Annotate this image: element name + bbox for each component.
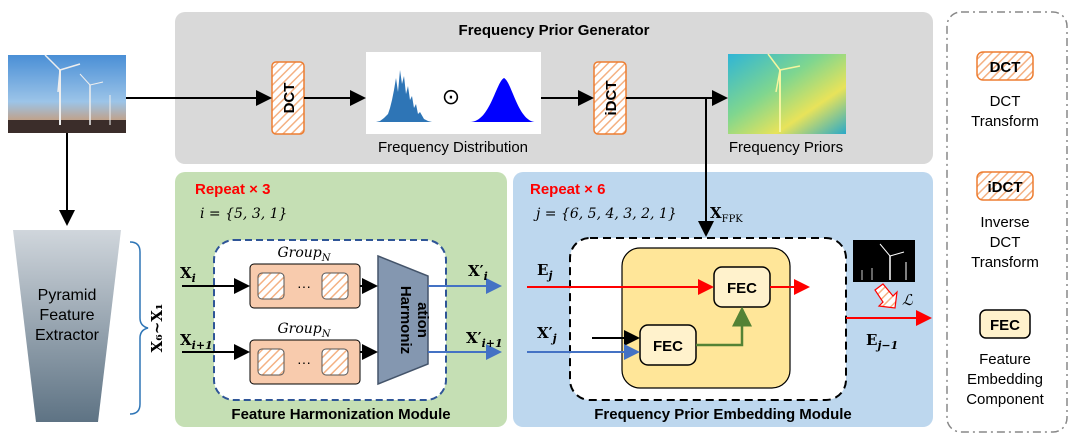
frequency-priors-image — [728, 53, 846, 134]
fhm-group-top-cell-a — [257, 272, 285, 300]
legend-fec-line1: Feature — [979, 351, 1031, 368]
fpem-title: Frequency Prior Embedding Module — [594, 406, 852, 423]
arrow-green-up — [696, 306, 752, 347]
ej-label: Ej — [537, 261, 552, 282]
fhm-group-bot-cell-a — [257, 348, 285, 376]
fhm-input-bot: Xi+1 — [180, 331, 213, 352]
legend-dct-line1: DCT — [990, 93, 1021, 110]
pyramid-brace — [129, 241, 149, 415]
input-image — [8, 54, 126, 133]
gaussian-plot — [470, 78, 536, 122]
freq-priors-label: Frequency Priors — [729, 139, 843, 156]
odot-operator: ⊙ — [442, 85, 460, 110]
fhm-group-top-cell-b — [321, 272, 349, 300]
loss-label: ℒ — [902, 291, 914, 309]
fhm-group-bot-cell-b — [321, 348, 349, 376]
fhm-output-bot: X′i+1 — [466, 329, 503, 350]
fhm-index: i = {5, 3, 1} — [200, 206, 287, 222]
legend-idct-tag — [976, 171, 1034, 201]
loss-arrow-icon — [874, 283, 898, 309]
xj-label: X′j — [537, 324, 557, 345]
idct-box-label: iDCT — [603, 81, 620, 116]
dct-box-label: DCT — [281, 83, 298, 114]
pyramid-shape — [13, 230, 121, 422]
fec-bottom-label: FEC — [653, 338, 683, 355]
fhm-repeat: Repeat × 3 — [195, 181, 270, 198]
gt-mask-image — [853, 240, 915, 282]
legend-fec-tag-label: FEC — [990, 317, 1020, 334]
fhm-group-top-label: GroupN — [277, 245, 331, 264]
fhm-title: Feature Harmonization Module — [231, 406, 450, 423]
fhm-group-bot-label: GroupN — [277, 321, 331, 340]
fpem-index: j = {6, 5, 4, 3, 2, 1} — [533, 206, 677, 222]
fpg-title: Frequency Prior Generator — [459, 22, 650, 39]
harmonization-line1: Harmoniz — [397, 286, 414, 354]
harmonization-block — [377, 254, 429, 386]
legend-dct-tag — [976, 51, 1034, 81]
legend-dct-tag-label: DCT — [990, 59, 1021, 76]
legend-idct-tag-label: iDCT — [988, 179, 1023, 196]
legend-idct-line3: Transform — [971, 254, 1039, 271]
fhm-group-top-dots: ··· — [297, 278, 311, 294]
fpem-repeat: Repeat × 6 — [530, 181, 605, 198]
fec-top-label: FEC — [727, 280, 757, 297]
xfpk-label: XFPK — [710, 204, 743, 225]
legend-fec-line2: Embedding — [967, 371, 1043, 388]
ej1-label: Ej−1 — [866, 331, 898, 352]
fhm-group-bot-dots: ··· — [297, 354, 311, 370]
harmonization-line2: ation — [414, 302, 431, 338]
legend-idct-line2: DCT — [990, 234, 1021, 251]
histogram-plot — [376, 70, 432, 122]
legend-fec-tag — [979, 309, 1031, 339]
pyramid-line1: Pyramid — [38, 287, 97, 304]
legend-dct-line2: Transform — [971, 113, 1039, 130]
pyramid-line3: Extractor — [35, 327, 100, 344]
pyramid-line2: Feature — [39, 307, 94, 324]
pyramid-range-label: X₆~X₁ — [148, 304, 166, 353]
fhm-output-top: X′i — [468, 262, 488, 283]
legend-idct-line1: Inverse — [980, 214, 1029, 231]
legend-fec-line3: Component — [966, 391, 1044, 408]
fhm-input-top: Xi — [180, 264, 196, 285]
legend-panel — [946, 11, 1068, 433]
freq-dist-label: Frequency Distribution — [378, 139, 528, 156]
